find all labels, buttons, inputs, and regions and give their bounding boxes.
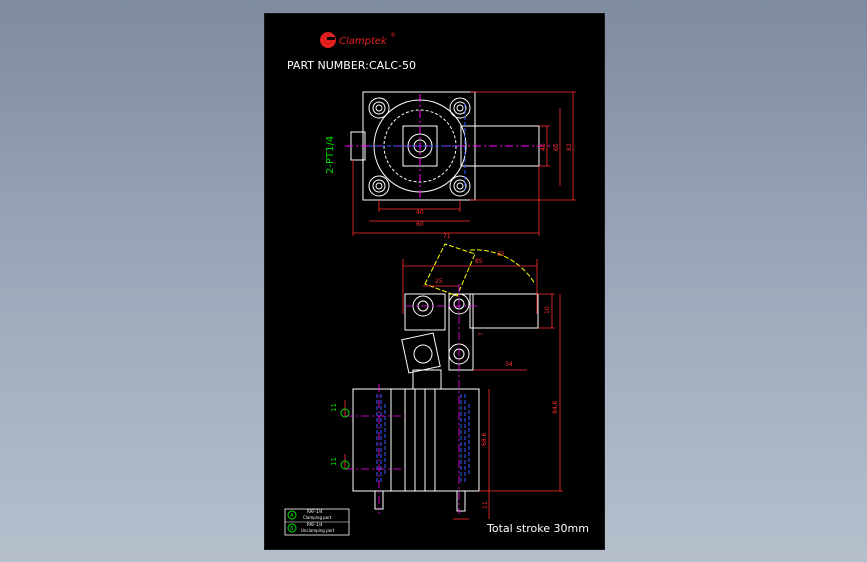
dim-11-upper: 11: [330, 403, 338, 412]
dim-35: 35: [497, 251, 505, 258]
dim-40-right: 40: [540, 143, 547, 151]
side-centerlines: [345, 284, 480, 514]
logo-mark-cut: [327, 37, 335, 40]
total-stroke-note: Total stroke 30mm: [486, 522, 589, 535]
dim-85: 85: [475, 258, 483, 265]
dim-40-top: 40: [416, 209, 424, 216]
top-dims: [352, 91, 576, 236]
dim-94: 94.6: [552, 400, 559, 414]
corner-bolts: [368, 97, 471, 197]
legend-b-code: RAF-1/4: [307, 522, 323, 527]
rod-right: [456, 490, 466, 512]
dim-11-lower: 11: [330, 457, 338, 466]
legend-a-text: Clamping port: [303, 515, 332, 520]
base-block: [412, 369, 442, 390]
legend-b-symbol: [287, 523, 297, 533]
dim-82-right: 82: [566, 143, 573, 151]
dim-11-bottom: 11: [482, 501, 489, 509]
legend-b-text: Unclamping port: [301, 528, 335, 533]
port-a-marker: [340, 460, 350, 470]
end-cap: [352, 388, 392, 492]
brand-registered: ®: [390, 32, 396, 39]
tilted-link: [401, 332, 441, 374]
dim-71-top: 71: [443, 233, 451, 240]
port-legend: A RAF-1/4 Clamping port B RAF-1/4 Unclam…: [284, 508, 350, 536]
dim-60-top: 60: [416, 221, 424, 228]
part-number-value: CALC-50: [369, 59, 416, 72]
top-view: [345, 91, 555, 201]
side-view: [352, 293, 539, 512]
clamptek-logo: Clamptek ®: [320, 32, 396, 48]
swing-outline: [424, 243, 536, 297]
legend-a-letter: A: [290, 513, 294, 519]
port-label: 2-PT1/4: [325, 136, 336, 174]
port-b-marker: [340, 408, 350, 418]
part-number-label: PART NUMBER:: [287, 59, 369, 72]
brand-name: Clamptek: [339, 36, 388, 47]
side-arm: [469, 293, 539, 329]
dim-68: 68.6: [481, 432, 488, 446]
dim-10: 10: [544, 306, 551, 314]
drawing-sheet: Clamptek ® PART NUMBER: CALC-50: [264, 13, 605, 550]
dim-60-right: 60: [553, 143, 560, 151]
legend-a-code: RAF-1/4: [307, 509, 323, 514]
cad-drawing: Clamptek ® PART NUMBER: CALC-50: [284, 32, 589, 536]
dim-25: 25: [435, 278, 443, 285]
side-dims: [344, 259, 563, 520]
dim-34: 34: [505, 361, 513, 368]
lever: [448, 293, 474, 371]
legend-b-letter: B: [290, 526, 294, 532]
linkage-block: [404, 293, 446, 331]
legend-a-symbol: [287, 510, 297, 520]
dim-7: 7: [478, 332, 485, 336]
